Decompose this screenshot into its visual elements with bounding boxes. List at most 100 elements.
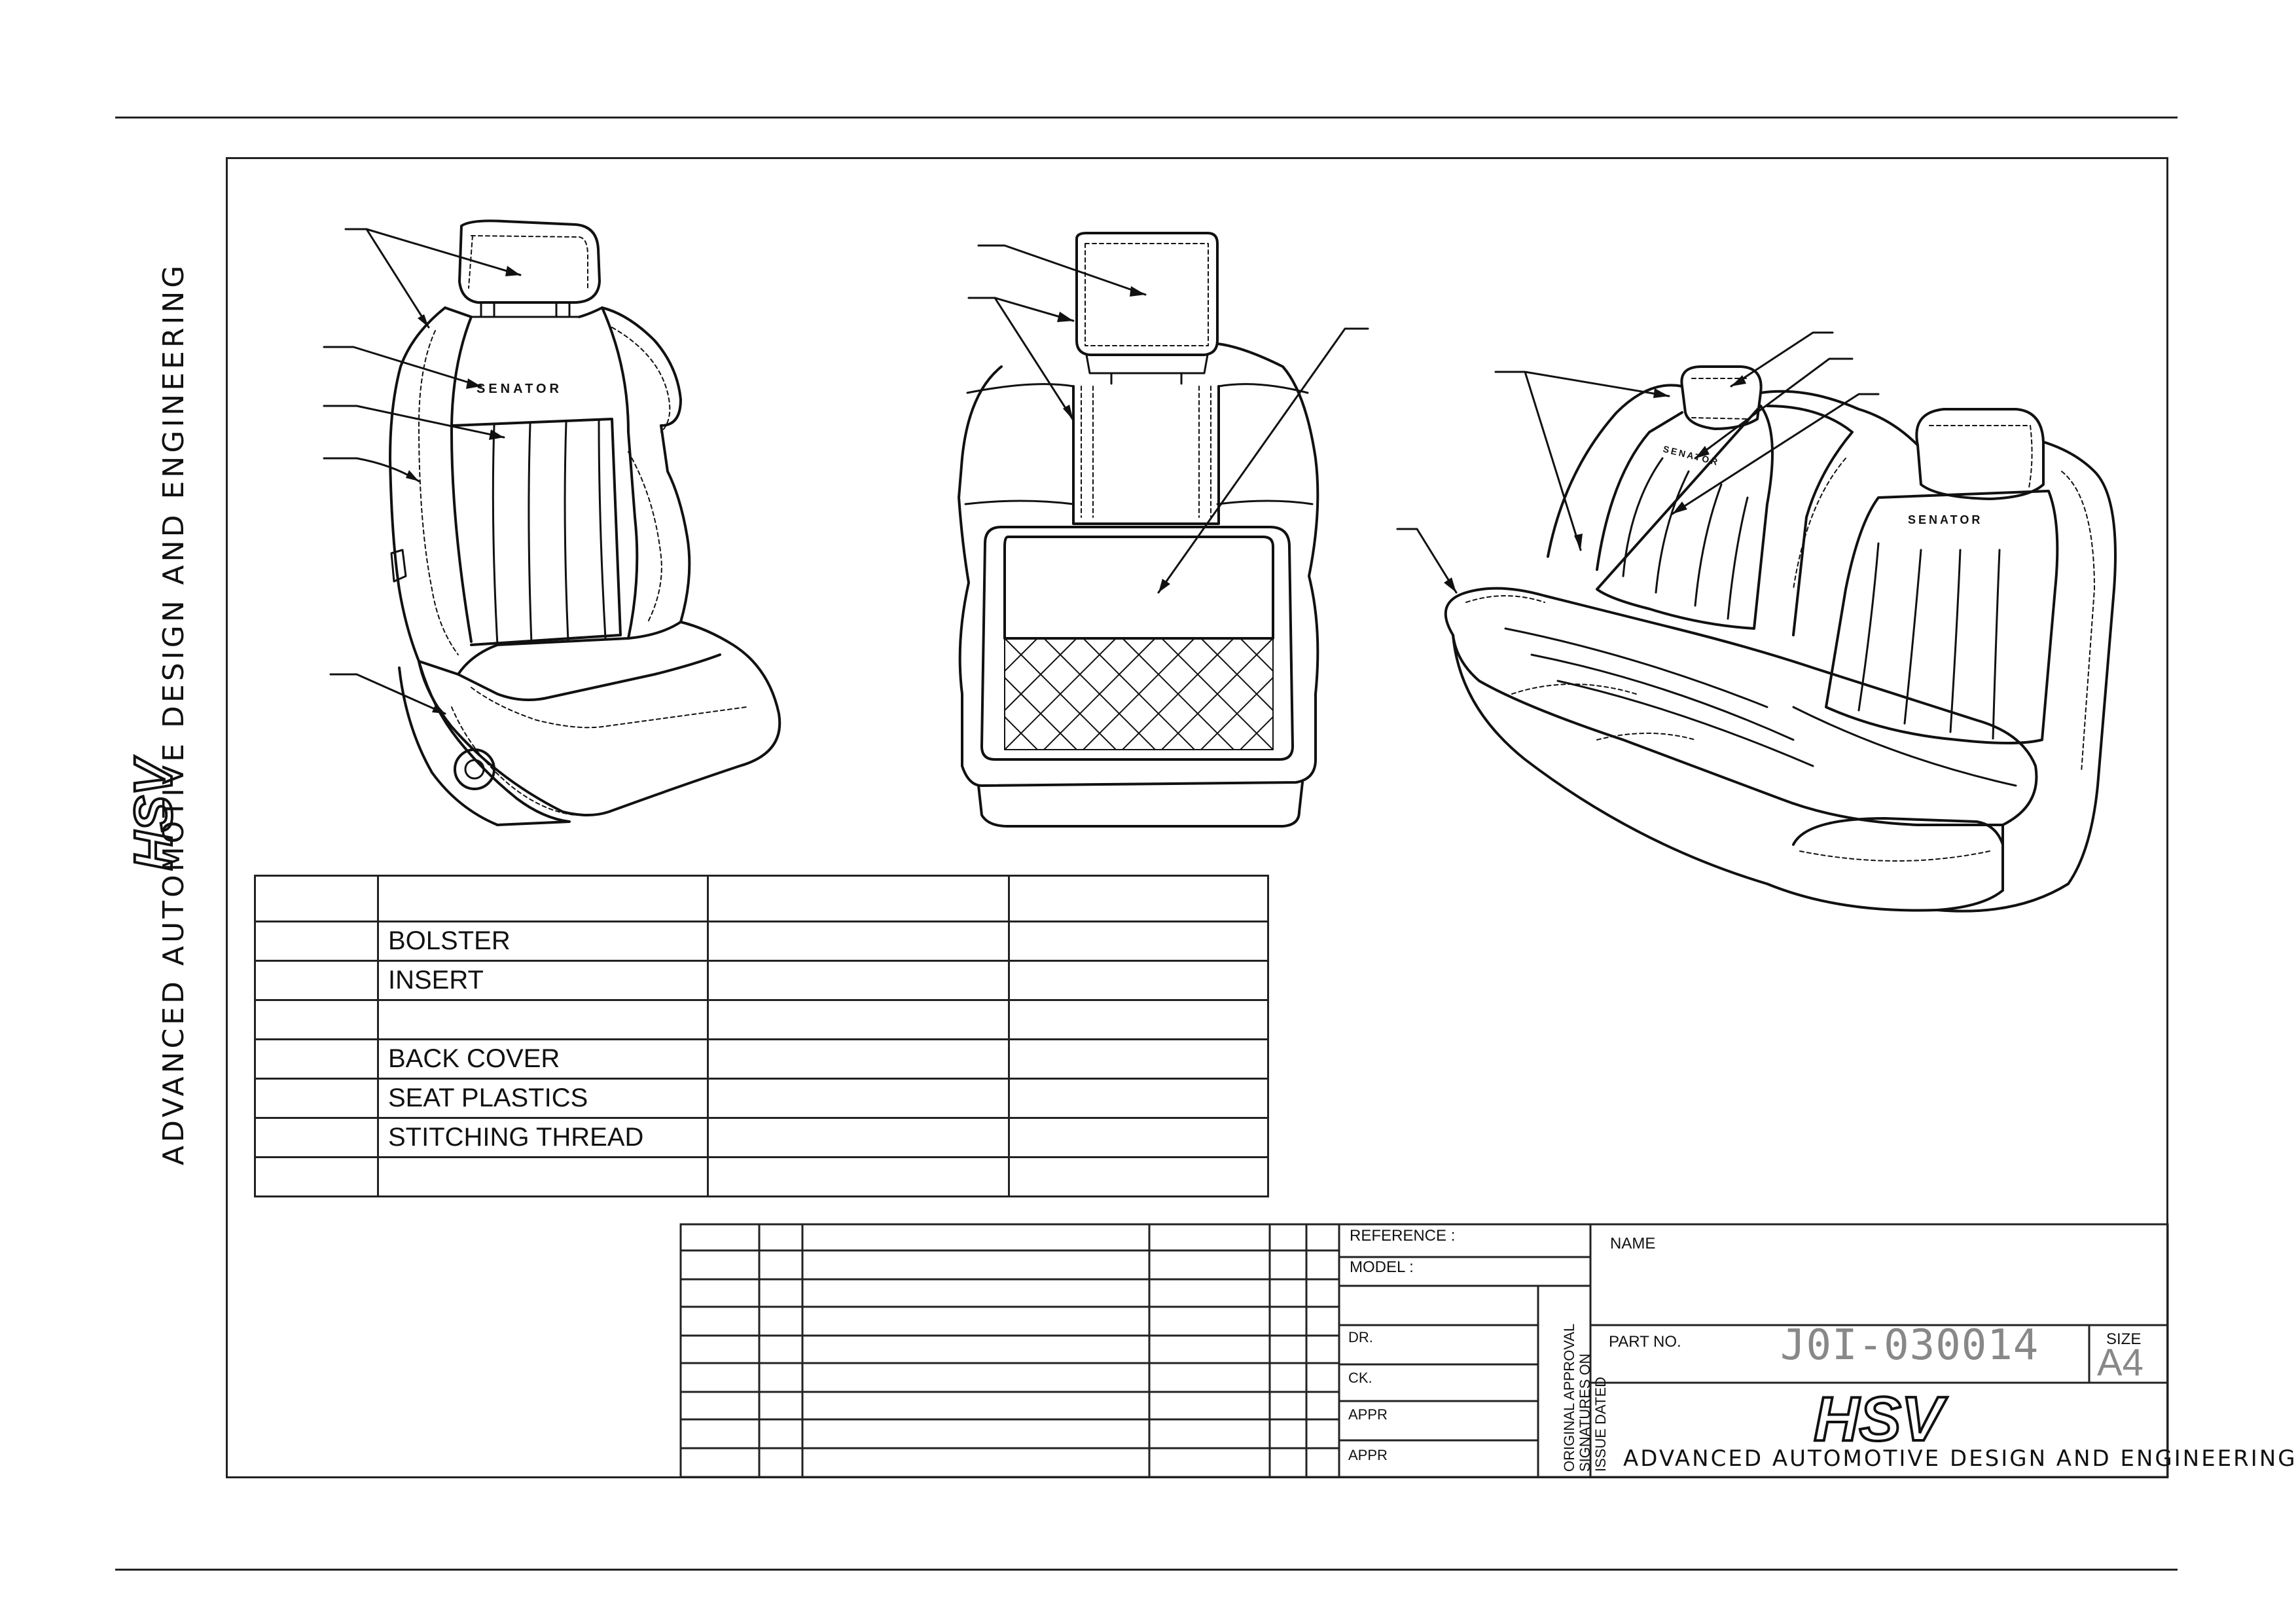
bench-right-back-stitch: [1793, 458, 2095, 773]
bench-arrow-5: [1444, 577, 1456, 593]
table-cell: [707, 1117, 1010, 1158]
table-cell: [707, 875, 1010, 922]
front-insert-flutes: [492, 419, 607, 646]
title-tagline: ADVANCED AUTOMOTIVE DESIGN AND ENGINEERI…: [1623, 1446, 2296, 1472]
appr-label-1: APPR: [1348, 1406, 1388, 1423]
side-hsv-logo: HSV: [126, 754, 185, 871]
table-cell: [254, 921, 379, 962]
bench-centre-back: [1766, 405, 1854, 636]
rear-centre-strap: [1072, 385, 1220, 525]
rear-map-pocket: [980, 526, 1294, 761]
top-rule: [115, 117, 2178, 119]
table-row: [254, 999, 1269, 1040]
front-recline-knob: [454, 748, 495, 790]
table-cell: BACK COVER: [377, 1038, 709, 1080]
dr-label: DR.: [1348, 1329, 1373, 1345]
rear-headrest-stitch: [1085, 243, 1209, 346]
bench-arrow-4: [1672, 501, 1687, 514]
bench-right-back-panel: [1825, 490, 2059, 744]
table-cell: [707, 1078, 1010, 1119]
front-headrest-posts: [470, 301, 581, 318]
front-recline-knob-inner: [464, 759, 485, 780]
front-cushion-top: [457, 653, 721, 701]
table-cell: [377, 875, 709, 922]
front-leader-5: [329, 673, 446, 715]
parts-table: BOLSTER INSERT BACK COVER SEAT PLASTICS …: [254, 875, 1269, 1197]
rear-arrow-1: [1130, 286, 1145, 297]
table-row: [254, 1156, 1269, 1197]
bench-leader-1: [1494, 371, 1670, 551]
bench-cushion-stitch: [1465, 595, 1990, 862]
bench-leader-2: [1730, 331, 1834, 388]
rear-headrest-posts: [1085, 354, 1209, 385]
table-cell: SEAT PLASTICS: [377, 1078, 709, 1119]
table-cell: [707, 1156, 1010, 1197]
table-cell: [707, 921, 1010, 962]
rear-leader-2: [967, 297, 1075, 422]
table-row: BACK COVER: [254, 1038, 1269, 1080]
front-lumbar-knob: [390, 549, 407, 583]
table-cell: [707, 1038, 1010, 1080]
table-cell: [254, 875, 379, 922]
rear-arrow-3: [1158, 579, 1170, 593]
table-cell: [1008, 1156, 1269, 1197]
bench-backrest-outer: [1547, 384, 2117, 913]
front-leader-2: [323, 346, 482, 388]
rear-seat-base: [977, 781, 1304, 828]
rear-pocket-net: [1004, 638, 1274, 750]
size-value: A4: [2097, 1341, 2144, 1384]
rear-backrest-upper: [964, 383, 1314, 505]
appr-label-2: APPR: [1348, 1447, 1388, 1463]
approval-note-line-2: SIGNATURES ON: [1577, 1353, 1593, 1472]
bench-leader-4: [1671, 393, 1880, 515]
title-hsv-logo: HSV: [1812, 1383, 1948, 1455]
front-left-bolster-stitch: [418, 330, 459, 655]
rear-centre-strap-stitch: [1081, 386, 1211, 518]
table-cell: [254, 1038, 379, 1080]
approval-note-line-3: ISSUE DATED: [1592, 1376, 1609, 1472]
front-arrow-3: [489, 429, 504, 440]
table-cell: [377, 1156, 709, 1197]
rear-leader-1: [977, 244, 1147, 296]
front-arrow-1: [505, 266, 520, 276]
table-cell: [254, 999, 379, 1040]
front-headrest-stitch: [468, 235, 588, 289]
bottom-rule: [115, 1569, 2178, 1571]
front-insert-panel: [452, 418, 622, 646]
front-leader-3: [323, 405, 505, 439]
bench-leader-3: [1694, 357, 1854, 460]
front-backrest: [389, 306, 691, 676]
bench-right-back-flutes: [1857, 542, 2001, 740]
front-seat-rear-view: [958, 232, 1369, 828]
front-arrow-1b: [418, 314, 429, 327]
name-label: NAME: [1610, 1235, 1656, 1252]
size-label: SIZE: [2106, 1330, 2142, 1348]
table-cell: [1008, 999, 1269, 1040]
table-cell: [254, 960, 379, 1001]
side-logo-text: HSV: [126, 756, 183, 870]
table-cell: [254, 1078, 379, 1119]
reference-label: REFERENCE :: [1350, 1227, 1456, 1245]
table-cell: [1008, 1038, 1269, 1080]
table-row: INSERT: [254, 960, 1269, 1001]
bench-cushion-front: [1452, 634, 2004, 912]
bench-cushion-seams: [1504, 627, 2017, 787]
table-row: SEAT PLASTICS: [254, 1078, 1269, 1119]
approval-note: ORIGINAL APPROVAL SIGNATURES ON ISSUE DA…: [1561, 1324, 1609, 1472]
table-cell: [254, 1117, 379, 1158]
bench-arrow-1: [1653, 388, 1669, 398]
table-cell: STITCHING THREAD: [377, 1117, 709, 1158]
title-logo-text: HSV: [1814, 1384, 1947, 1454]
model-label: MODEL :: [1350, 1258, 1414, 1276]
front-cushion: [418, 621, 781, 816]
table-cell: [707, 999, 1010, 1040]
table-cell: [707, 960, 1010, 1001]
part-no-label: PART NO.: [1609, 1333, 1681, 1351]
bench-left-back-flutes: [1622, 457, 1749, 620]
front-arrow-5: [432, 703, 445, 714]
front-cushion-stitch: [451, 687, 747, 816]
ck-label: CK.: [1348, 1370, 1372, 1386]
table-row: [254, 875, 1269, 922]
table-row: STITCHING THREAD: [254, 1117, 1269, 1158]
